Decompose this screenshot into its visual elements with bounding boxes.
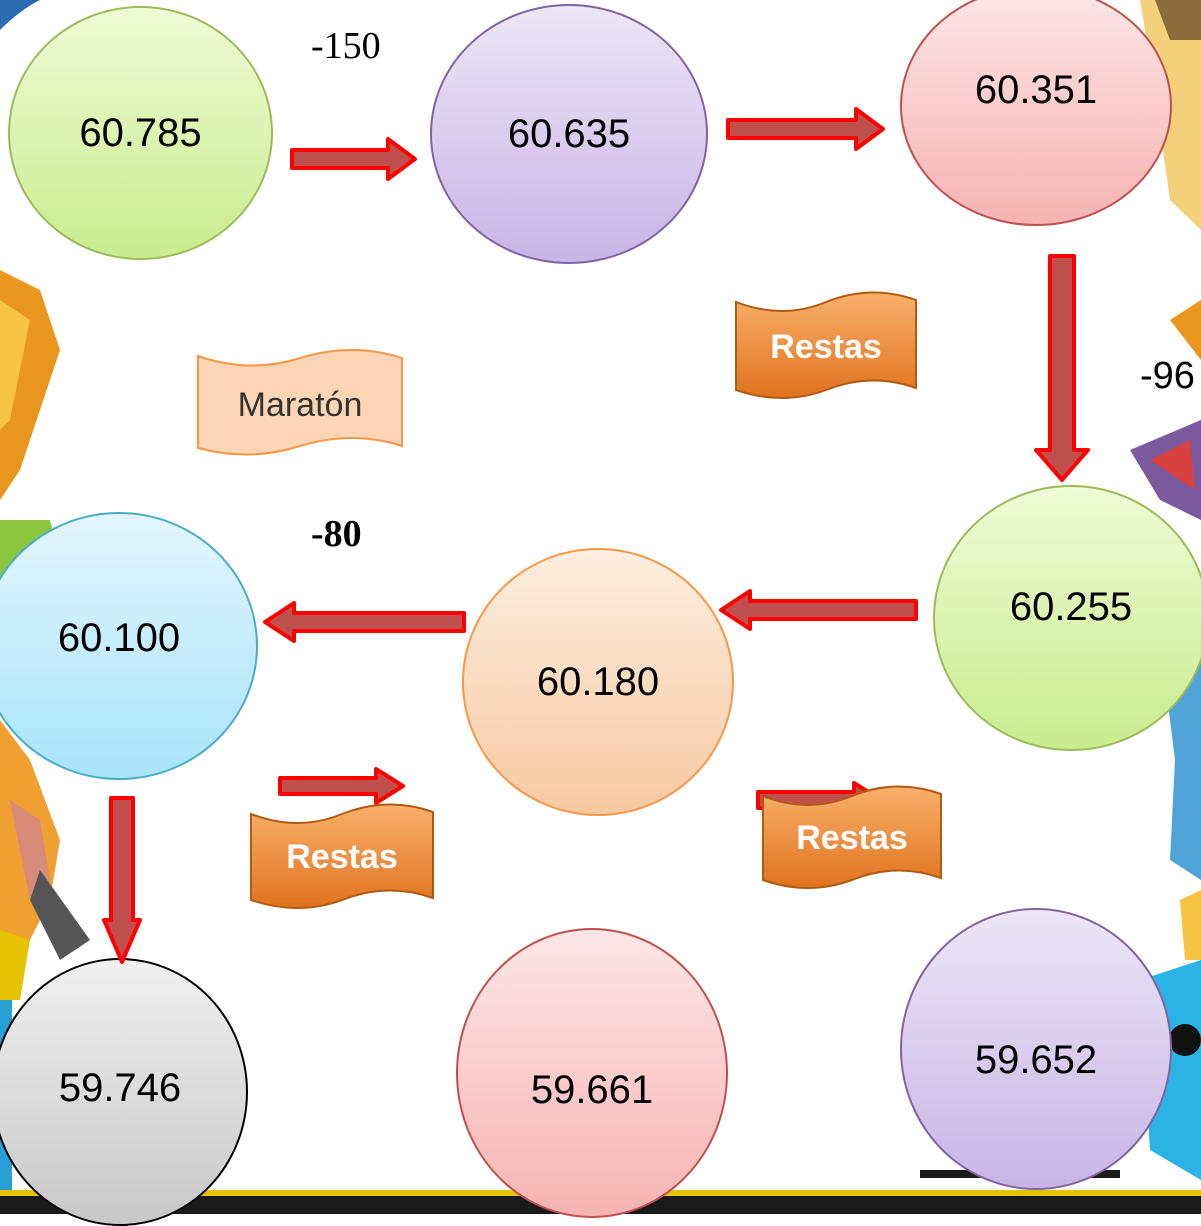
node-59746: 59.746 (0, 958, 248, 1226)
node-60180: 60.180 (462, 548, 734, 816)
node-value: 60.785 (79, 110, 202, 155)
restas-banner: Restas (248, 798, 436, 916)
node-value: 60.180 (536, 659, 660, 704)
node-60785: 60.785 (8, 6, 273, 260)
arrow-left-2 (263, 601, 466, 643)
node-59661: 59.661 (456, 928, 728, 1218)
restas-banner: Restas (733, 288, 919, 406)
restas-label: Restas (770, 327, 882, 366)
maraton-label: Maratón (237, 385, 363, 424)
node-59652: 59.652 (900, 908, 1172, 1190)
node-60100: 60.100 (0, 512, 258, 780)
arrow-right-2 (726, 107, 885, 151)
node-value: 59.661 (530, 1068, 654, 1112)
node-60635: 60.635 (430, 4, 708, 264)
restas-label: Restas (796, 818, 908, 857)
node-value: 59.652 (974, 1038, 1098, 1082)
restas-label: Restas (286, 837, 398, 876)
maraton-banner: Maratón (195, 346, 405, 464)
arrow-down-2 (102, 796, 142, 964)
arrow-down-1 (1034, 254, 1090, 482)
node-value: 60.351 (974, 68, 1098, 112)
node-60351: 60.351 (900, 0, 1172, 226)
arrow-left-1 (719, 589, 918, 631)
step-label-minus-96: -96 (1140, 355, 1195, 397)
restas-banner: Restas (760, 780, 944, 896)
node-value: 60.100 (57, 616, 181, 660)
step-label-minus-80: -80 (311, 513, 362, 555)
arrow-right-1 (290, 137, 417, 181)
node-value: 60.635 (507, 111, 631, 156)
node-60255: 60.255 (933, 485, 1201, 751)
node-value: 60.255 (1009, 585, 1133, 629)
node-value: 59.746 (58, 1066, 182, 1110)
arrow-right-3 (278, 767, 405, 805)
step-label-minus-150: -150 (311, 25, 381, 67)
